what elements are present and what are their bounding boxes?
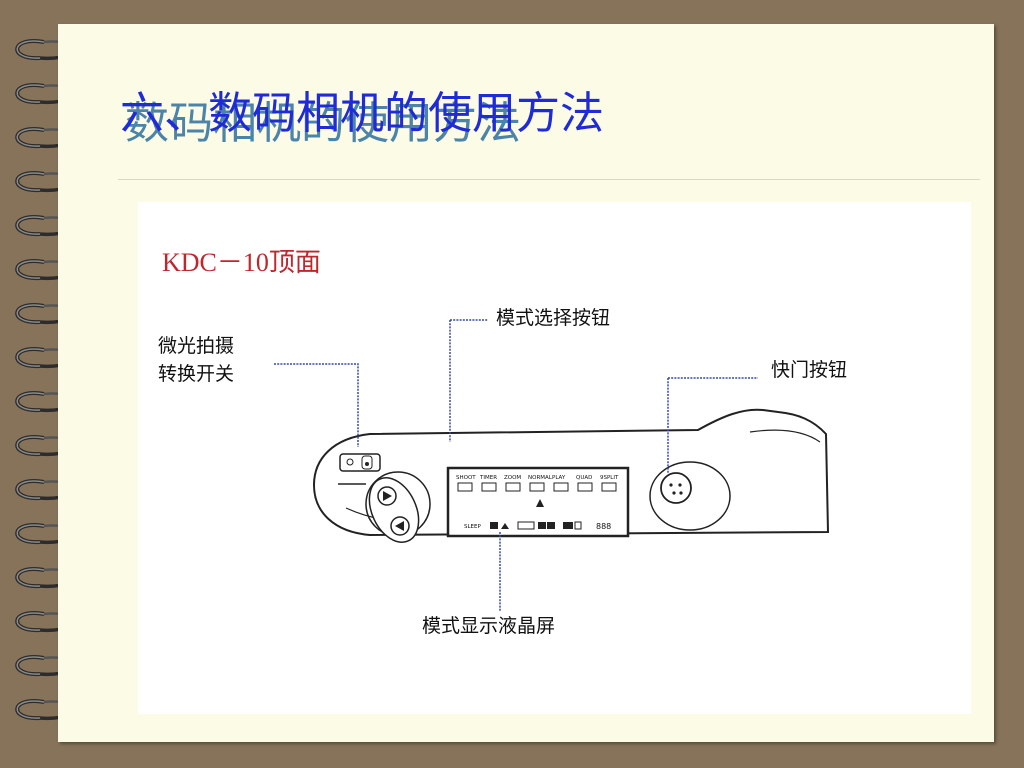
lcd-mode-label: NORMAL	[528, 475, 553, 481]
notebook-page: 数码相机的使用方法 六、数码相机的使用方法 KDC－10顶面 模式选择按钮 微光…	[58, 24, 994, 742]
lcd-mode-label: ZOOM	[504, 475, 521, 481]
label-mode-select-button: 模式选择按钮	[496, 307, 611, 329]
lcd-mode-icon	[505, 482, 521, 492]
slide-title: 六、数码相机的使用方法	[120, 88, 604, 139]
slide-title-ghost: 数码相机的使用方法	[125, 98, 521, 149]
title-divider	[118, 179, 980, 180]
label-low-light-switch-1: 微光拍摄	[158, 335, 235, 357]
lcd-mode-icon	[481, 482, 497, 492]
lcd-sleep: SLEEP	[464, 524, 482, 530]
leader-lines	[274, 319, 758, 612]
lcd-mode-icon	[601, 482, 617, 492]
diagram-subtitle: KDC－10顶面	[162, 248, 321, 277]
shutter-button[interactable]	[649, 461, 731, 531]
mode-select-buttons[interactable]	[360, 470, 431, 550]
lcd-mode-label: TIMER	[479, 475, 497, 481]
lcd-mode-label: QUAD	[576, 475, 592, 481]
lcd-mode-icon	[553, 482, 569, 492]
low-light-switch[interactable]	[339, 453, 381, 472]
label-shutter-button: 快门按钮	[771, 359, 848, 381]
lcd-mode-icon	[457, 482, 473, 492]
lcd-mode-label: PLAY	[552, 475, 566, 481]
lcd-mode-label: 9SPLIT	[600, 475, 619, 481]
label-mode-display-lcd: 模式显示液晶屏	[422, 615, 556, 637]
diagram-panel: KDC－10顶面 模式选择按钮 微光拍摄 转换开关 快门按钮 模式显示液晶屏	[138, 202, 971, 714]
lcd-digits: 888	[596, 522, 611, 531]
lcd-mode-icon	[529, 482, 545, 492]
lcd-mode-label: SHOOT	[456, 475, 476, 481]
label-low-light-switch-2: 转换开关	[158, 363, 235, 385]
lcd-mode-icon	[577, 482, 593, 492]
